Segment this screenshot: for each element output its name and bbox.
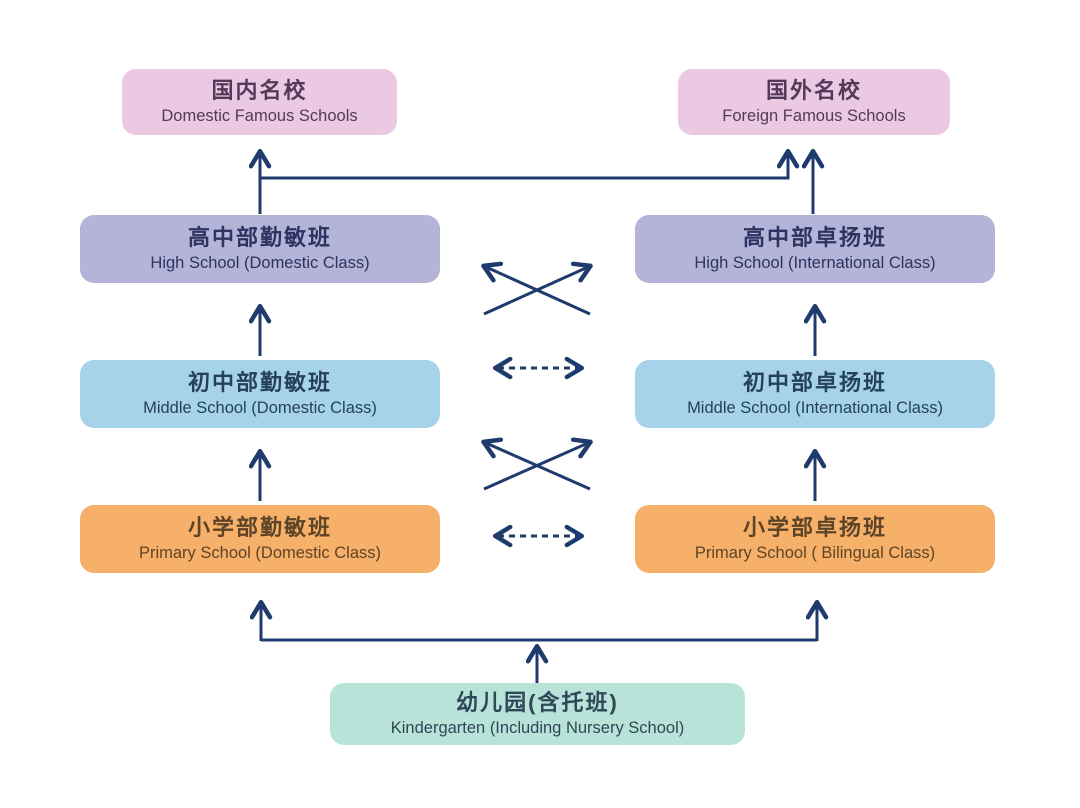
node-subtitle-en: Foreign Famous Schools	[722, 106, 906, 125]
node-title-zh: 小学部卓扬班	[742, 515, 887, 541]
node-title-zh: 幼儿园(含托班)	[456, 690, 619, 716]
node-title-zh: 高中部勤敏班	[187, 225, 332, 251]
node-primary-school-bilingual: 小学部卓扬班 Primary School ( Bilingual Class)	[635, 505, 995, 573]
node-subtitle-en: Domestic Famous Schools	[161, 106, 358, 125]
node-high-school-domestic: 高中部勤敏班 High School (Domestic Class)	[80, 215, 440, 283]
node-title-zh: 初中部卓扬班	[742, 370, 887, 396]
node-foreign-famous-schools: 国外名校 Foreign Famous Schools	[678, 69, 950, 135]
arrow-highdom-to-foreignfamous	[260, 148, 800, 180]
node-title-zh: 国外名校	[765, 78, 862, 104]
node-title-zh: 国内名校	[211, 78, 308, 104]
node-title-zh: 初中部勤敏班	[187, 370, 332, 396]
node-middle-school-international: 初中部卓扬班 Middle School (International Clas…	[635, 360, 995, 428]
node-middle-school-domestic: 初中部勤敏班 Middle School (Domestic Class)	[80, 360, 440, 428]
arrow-cross-middledom-to-highintl	[483, 261, 593, 316]
node-high-school-international: 高中部卓扬班 High School (International Class)	[635, 215, 995, 283]
node-subtitle-en: Middle School (International Class)	[687, 398, 943, 417]
node-kindergarten: 幼儿园(含托班) Kindergarten (Including Nursery…	[330, 683, 745, 745]
node-subtitle-en: Kindergarten (Including Nursery School)	[390, 718, 685, 737]
node-subtitle-en: Middle School (Domestic Class)	[143, 398, 377, 417]
node-title-zh: 小学部勤敏班	[187, 515, 332, 541]
node-subtitle-en: Primary School (Domestic Class)	[138, 543, 382, 562]
node-subtitle-en: High School (Domestic Class)	[150, 253, 370, 272]
node-subtitle-en: High School (International Class)	[694, 253, 936, 272]
node-title-zh: 高中部卓扬班	[742, 225, 887, 251]
node-subtitle-en: Primary School ( Bilingual Class)	[694, 543, 936, 562]
arrow-cross-primarydom-to-middleintl	[483, 437, 593, 491]
node-domestic-famous-schools: 国内名校 Domestic Famous Schools	[122, 69, 397, 135]
node-primary-school-domestic: 小学部勤敏班 Primary School (Domestic Class)	[80, 505, 440, 573]
